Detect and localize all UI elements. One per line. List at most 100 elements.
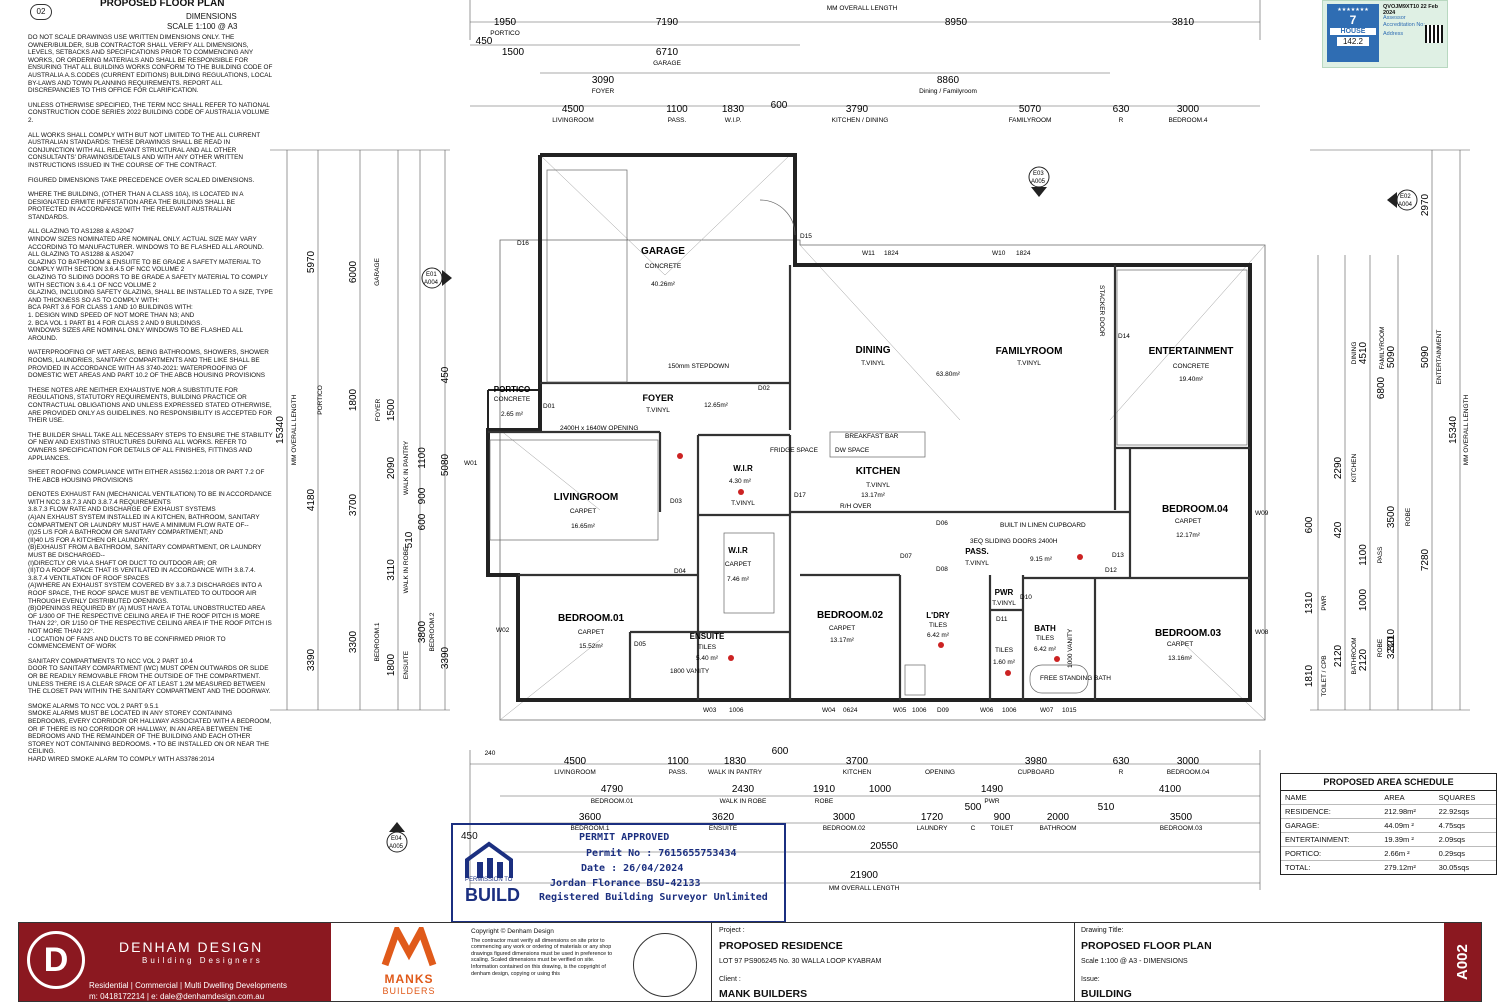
dim-value: 630 xyxy=(1113,756,1130,767)
room-name: DINING xyxy=(856,345,891,356)
opening-tag: W04 xyxy=(822,707,836,714)
room-finish: CARPET xyxy=(1175,518,1201,525)
room-name: BEDROOM.03 xyxy=(1155,628,1222,639)
star-icons: ★★★★★★★ xyxy=(1337,7,1369,13)
dim-value: 450 xyxy=(440,366,451,383)
dim-value: 240 xyxy=(485,750,496,757)
room-area: 5.40 m² xyxy=(696,655,719,662)
svg-text:E01: E01 xyxy=(426,272,437,278)
dim-label: KITCHEN xyxy=(843,769,872,776)
dim-value: 7280 xyxy=(1420,548,1431,571)
fixture-label: 1800 VANITY xyxy=(670,668,710,675)
room-finish: TILES xyxy=(995,647,1014,654)
dim-value: 450 xyxy=(476,36,493,47)
note: UNLESS OTHERWISE SPECIFIED, THE TERM NCC… xyxy=(28,101,270,124)
room-name: PWR xyxy=(995,588,1014,597)
client-label: Client : xyxy=(719,976,741,983)
room-name: GARAGE xyxy=(641,246,685,257)
room-finish: TILES xyxy=(1036,635,1055,642)
room-name: BEDROOM.02 xyxy=(817,610,884,621)
room-name: FAMILYROOM xyxy=(996,346,1063,357)
svg-text:E04: E04 xyxy=(391,836,402,842)
drawing-title: PROPOSED FLOOR PLAN xyxy=(1081,940,1212,952)
svg-text:A005: A005 xyxy=(389,844,404,850)
permit-dim: 450 xyxy=(461,831,478,842)
plan-title: PROPOSED FLOOR PLAN xyxy=(100,0,225,9)
window-size: 1824 xyxy=(884,250,899,257)
room-finish: T.VINYL xyxy=(992,600,1016,607)
dim-label: MM OVERALL LENGTH xyxy=(829,885,900,892)
permit-surveyor-title: Registered Building Surveyor Unlimited xyxy=(539,892,768,903)
dim-value: 1800 xyxy=(386,653,397,676)
opening-tag: W10 xyxy=(992,250,1006,257)
dim-value: 3210 xyxy=(1386,628,1397,651)
dim-label: ROBE xyxy=(815,798,834,805)
copyright-notice: Copyright © Denham Design The contractor… xyxy=(471,928,621,977)
dim-value: 630 xyxy=(1113,104,1130,115)
dim-value: 1910 xyxy=(813,784,836,795)
dim-value: 21900 xyxy=(850,870,878,881)
dim-value: 2120 xyxy=(1333,644,1344,667)
dim-label: R xyxy=(1119,117,1124,124)
dim-value: 1500 xyxy=(502,47,525,58)
external-walls xyxy=(486,153,1252,702)
dim-value: 500 xyxy=(965,802,982,813)
dim-value: 2120 xyxy=(1358,648,1369,671)
designer-contact: m: 0418172214 | e: dale@denhamdesign.com… xyxy=(89,992,265,1001)
opening-tag: W09 xyxy=(1255,510,1269,517)
room-area: 16.65m² xyxy=(571,523,596,530)
dim-value: 3620 xyxy=(712,812,735,823)
badge-id: QVOJM9XT10 22 Feb 2024 xyxy=(1383,4,1439,16)
dim-value: 510 xyxy=(1098,802,1115,813)
window-size: 1015 xyxy=(1062,707,1077,714)
dim-value: 2090 xyxy=(386,456,397,479)
opening-tags: D01 D02 D03 D04 D05 D06 D07 D08 D09 D10 … xyxy=(464,233,1269,714)
dim-label: ENTERTAINMENT xyxy=(1436,330,1443,385)
room-name: BEDROOM.01 xyxy=(558,613,625,624)
opening-tag: D16 xyxy=(517,240,529,247)
room-finish: T.VINYL xyxy=(731,500,755,507)
dim-label: BEDROOM.4 xyxy=(1168,117,1207,124)
permit-status: PERMIT APPROVED xyxy=(579,832,670,843)
dim-value: 3390 xyxy=(306,648,317,671)
dim-value: 600 xyxy=(772,746,789,757)
builder-logo-text2: BUILDERS xyxy=(382,986,436,996)
room-area: 12.17m² xyxy=(1176,532,1201,539)
window-size: 1006 xyxy=(729,707,744,714)
room-area: 6.42 m² xyxy=(1034,646,1057,653)
room-area: 15.52m² xyxy=(579,643,604,650)
dim-label: LIVINGROOM xyxy=(554,769,596,776)
dim-label: WALK IN PANTRY xyxy=(708,769,763,776)
dim-value: 3110 xyxy=(386,559,397,581)
permit-surveyor: Jordan Florance BSU-42133 xyxy=(550,878,701,889)
room-finish: CARPET xyxy=(829,625,855,632)
dim-value: 6800 xyxy=(1376,376,1387,399)
dim-value: 1100 xyxy=(417,447,428,469)
dim-label: C xyxy=(971,825,976,832)
dim-value: 1830 xyxy=(724,756,747,767)
dim-value: 420 xyxy=(1333,521,1344,538)
project-name: PROPOSED RESIDENCE xyxy=(719,940,843,952)
note: DENOTES EXHAUST FAN (MECHANICAL VENTILAT… xyxy=(28,491,272,651)
room-name: W.I.R xyxy=(728,546,748,555)
dim-label: W.I.P. xyxy=(725,117,742,124)
room-finish: TILES xyxy=(929,622,948,629)
dim-label: LAUNDRY xyxy=(917,825,949,832)
dim-value: 6000 xyxy=(348,260,359,283)
dim-label: MM OVERALL LENGTH xyxy=(291,394,298,465)
dim-value: 3000 xyxy=(1177,104,1200,115)
note: WHERE THE BUILDING, (OTHER THAN A CLASS … xyxy=(28,191,244,221)
dim-label: BEDROOM.1 xyxy=(374,622,381,661)
opening-tag: D17 xyxy=(794,492,806,499)
dim-value: 4500 xyxy=(564,756,587,767)
dim-title: MM OVERALL LENGTH xyxy=(827,5,898,12)
opening-tag: D09 xyxy=(937,707,949,714)
opening-tag: D08 xyxy=(936,566,948,573)
dim-label: FOYER xyxy=(592,88,615,95)
opening-tag: W06 xyxy=(980,707,994,714)
